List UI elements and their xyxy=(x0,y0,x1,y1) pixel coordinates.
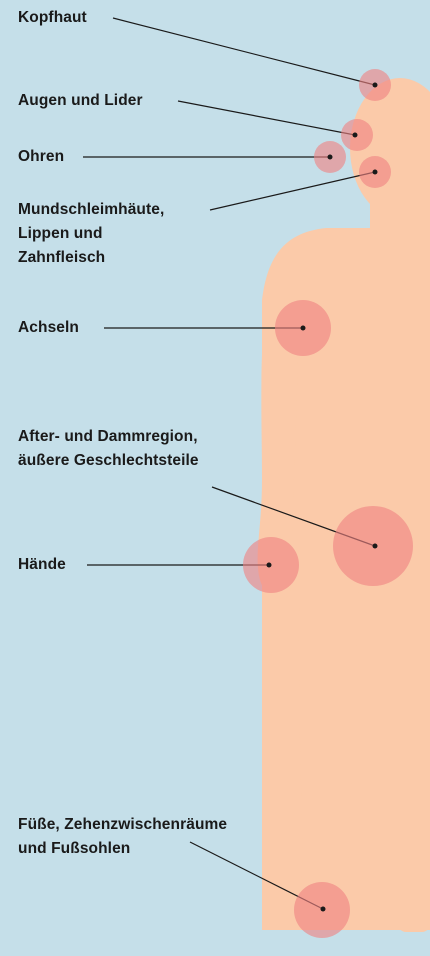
label-augen: Augen und Lider xyxy=(18,89,143,113)
label-mund: Mundschleimhäute, Lippen und Zahnfleisch xyxy=(18,198,164,270)
label-haende-line: Hände xyxy=(18,553,66,577)
label-mund-line-2: Lippen und xyxy=(18,222,164,246)
dot-augen xyxy=(353,133,358,138)
label-fuesse-line-2: und Fußsohlen xyxy=(18,837,227,861)
leader-line-augen xyxy=(178,101,355,135)
dot-after xyxy=(373,544,378,549)
label-after: After- und Dammregion, äußere Geschlecht… xyxy=(18,425,199,473)
far-foot xyxy=(398,870,430,932)
label-after-line-1: After- und Dammregion, xyxy=(18,425,199,449)
dot-achseln xyxy=(301,326,306,331)
dot-mund xyxy=(373,170,378,175)
label-mund-line-1: Mundschleimhäute, xyxy=(18,198,164,222)
label-fuesse: Füße, Zehenzwischenräume und Fußsohlen xyxy=(18,813,227,861)
label-mund-line-3: Zahnfleisch xyxy=(18,246,164,270)
leader-line-mund xyxy=(210,172,375,210)
label-after-line-2: äußere Geschlechtsteile xyxy=(18,449,199,473)
dot-kopfhaut xyxy=(373,83,378,88)
body-silhouette xyxy=(258,78,430,932)
label-kopfhaut: Kopfhaut xyxy=(18,6,87,30)
label-kopfhaut-line: Kopfhaut xyxy=(18,6,87,30)
label-haende: Hände xyxy=(18,553,66,577)
dot-ohren xyxy=(328,155,333,160)
label-achseln-line: Achseln xyxy=(18,316,79,340)
dot-fuesse xyxy=(321,907,326,912)
leader-line-kopfhaut xyxy=(113,18,375,85)
label-augen-line: Augen und Lider xyxy=(18,89,143,113)
dot-haende xyxy=(267,563,272,568)
label-achseln: Achseln xyxy=(18,316,79,340)
label-ohren: Ohren xyxy=(18,145,64,169)
label-fuesse-line-1: Füße, Zehenzwischenräume xyxy=(18,813,227,837)
label-ohren-line: Ohren xyxy=(18,145,64,169)
